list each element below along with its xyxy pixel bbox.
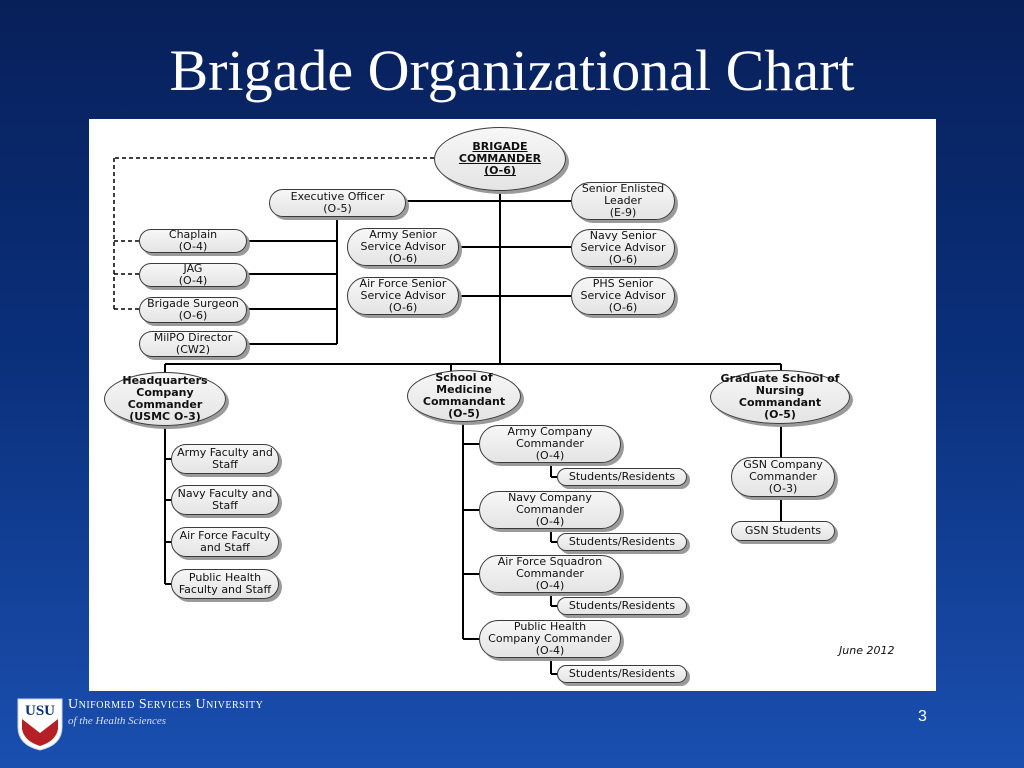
army-faculty-staff-node: Army Faculty and Staff <box>171 444 279 474</box>
jag-node: JAG (O-4) <box>139 263 247 287</box>
chart-date: June 2012 <box>839 644 895 657</box>
brigade-commander-node: BRIGADE COMMANDER (O-6) <box>434 127 566 191</box>
graduate-school-nursing-commandant-node: Graduate School of Nursing Commandant (O… <box>710 370 850 424</box>
students-residents-node: Students/Residents <box>557 468 687 486</box>
phs-senior-advisor-node: PHS Senior Service Advisor (O-6) <box>571 277 675 315</box>
usu-logo-icon: USU <box>17 698 63 751</box>
air-force-faculty-staff-node: Air Force Faculty and Staff <box>171 527 279 557</box>
army-company-commander-node: Army Company Commander (O-4) <box>479 425 621 463</box>
executive-officer-node: Executive Officer (O-5) <box>269 189 406 217</box>
logo-letters: USU <box>25 703 55 719</box>
public-health-faculty-staff-node: Public Health Faculty and Staff <box>171 569 279 599</box>
students-residents-node: Students/Residents <box>557 597 687 615</box>
school-of-medicine-commandant-node: School of Medicine Commandant (O-5) <box>407 370 521 422</box>
students-residents-node: Students/Residents <box>557 665 687 683</box>
university-subtitle: of the Health Sciences <box>68 715 167 727</box>
brigade-surgeon-node: Brigade Surgeon (O-6) <box>139 297 247 323</box>
navy-senior-advisor-node: Navy Senior Service Advisor (O-6) <box>571 229 675 267</box>
gsn-company-commander-node: GSN Company Commander (O-3) <box>731 457 835 497</box>
navy-faculty-staff-node: Navy Faculty and Staff <box>171 485 279 515</box>
slide-number: 3 <box>918 708 927 725</box>
gsn-students-node: GSN Students <box>731 521 835 541</box>
air-force-senior-advisor-node: Air Force Senior Service Advisor (O-6) <box>347 277 459 315</box>
milpo-director-node: MilPO Director (CW2) <box>139 331 247 357</box>
navy-company-commander-node: Navy Company Commander (O-4) <box>479 491 621 529</box>
chaplain-node: Chaplain (O-4) <box>139 229 247 253</box>
university-name: Uniformed Services University <box>68 697 264 712</box>
air-force-squadron-commander-node: Air Force Squadron Commander (O-4) <box>479 555 621 593</box>
hq-company-commander-node: Headquarters Company Commander (USMC O-3… <box>104 372 226 426</box>
org-chart-panel: BRIGADE COMMANDER (O-6) Executive Office… <box>89 119 936 691</box>
connector-lines <box>113 157 782 675</box>
senior-enlisted-leader-node: Senior Enlisted Leader (E-9) <box>571 182 675 220</box>
brigade-commander-label: BRIGADE COMMANDER (O-6) <box>458 140 542 177</box>
university-branding: Uniformed Services University of the Hea… <box>68 697 263 727</box>
slide-title: Brigade Organizational Chart <box>169 38 855 103</box>
students-residents-node: Students/Residents <box>557 533 687 551</box>
public-health-company-commander-node: Public Health Company Commander (O-4) <box>479 620 621 658</box>
army-senior-advisor-node: Army Senior Service Advisor (O-6) <box>347 228 459 266</box>
